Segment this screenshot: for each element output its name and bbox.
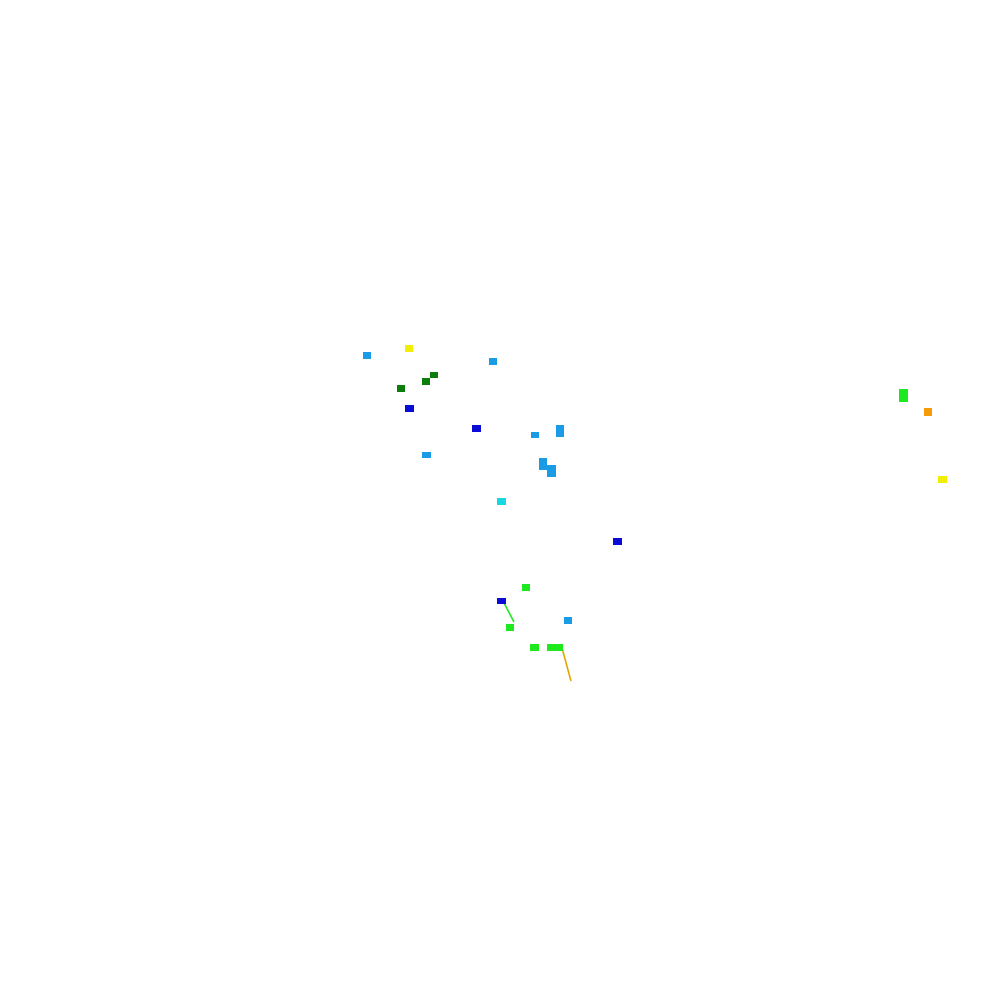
marker-sky-blue (531, 432, 539, 438)
marker-sky-blue (564, 617, 572, 624)
trail-line (502, 600, 515, 623)
marker-yellow (938, 476, 947, 483)
marker-blue (613, 538, 622, 545)
marker-bright-green (506, 624, 514, 631)
marker-sky-blue (422, 452, 431, 458)
marker-cyan (497, 498, 506, 505)
marker-blue (472, 425, 481, 432)
marker-bright-green (547, 644, 563, 651)
marker-dark-green (430, 372, 438, 378)
marker-bright-green (899, 389, 908, 402)
marker-sky-blue (539, 458, 547, 470)
marker-layer (363, 345, 947, 651)
marker-sky-blue (547, 465, 556, 477)
marker-blue (405, 405, 414, 412)
marker-dark-green (422, 378, 430, 385)
marker-blue (497, 598, 506, 604)
trail-layer (502, 600, 572, 682)
marker-bright-green (530, 644, 539, 651)
marker-yellow (405, 345, 413, 352)
marker-sky-blue (489, 358, 497, 365)
marker-orange (924, 408, 932, 416)
marker-dark-green (397, 385, 405, 392)
trail-line (561, 647, 572, 682)
marker-bright-green (522, 584, 530, 591)
marker-sky-blue (556, 425, 564, 437)
marker-sky-blue (363, 352, 371, 359)
